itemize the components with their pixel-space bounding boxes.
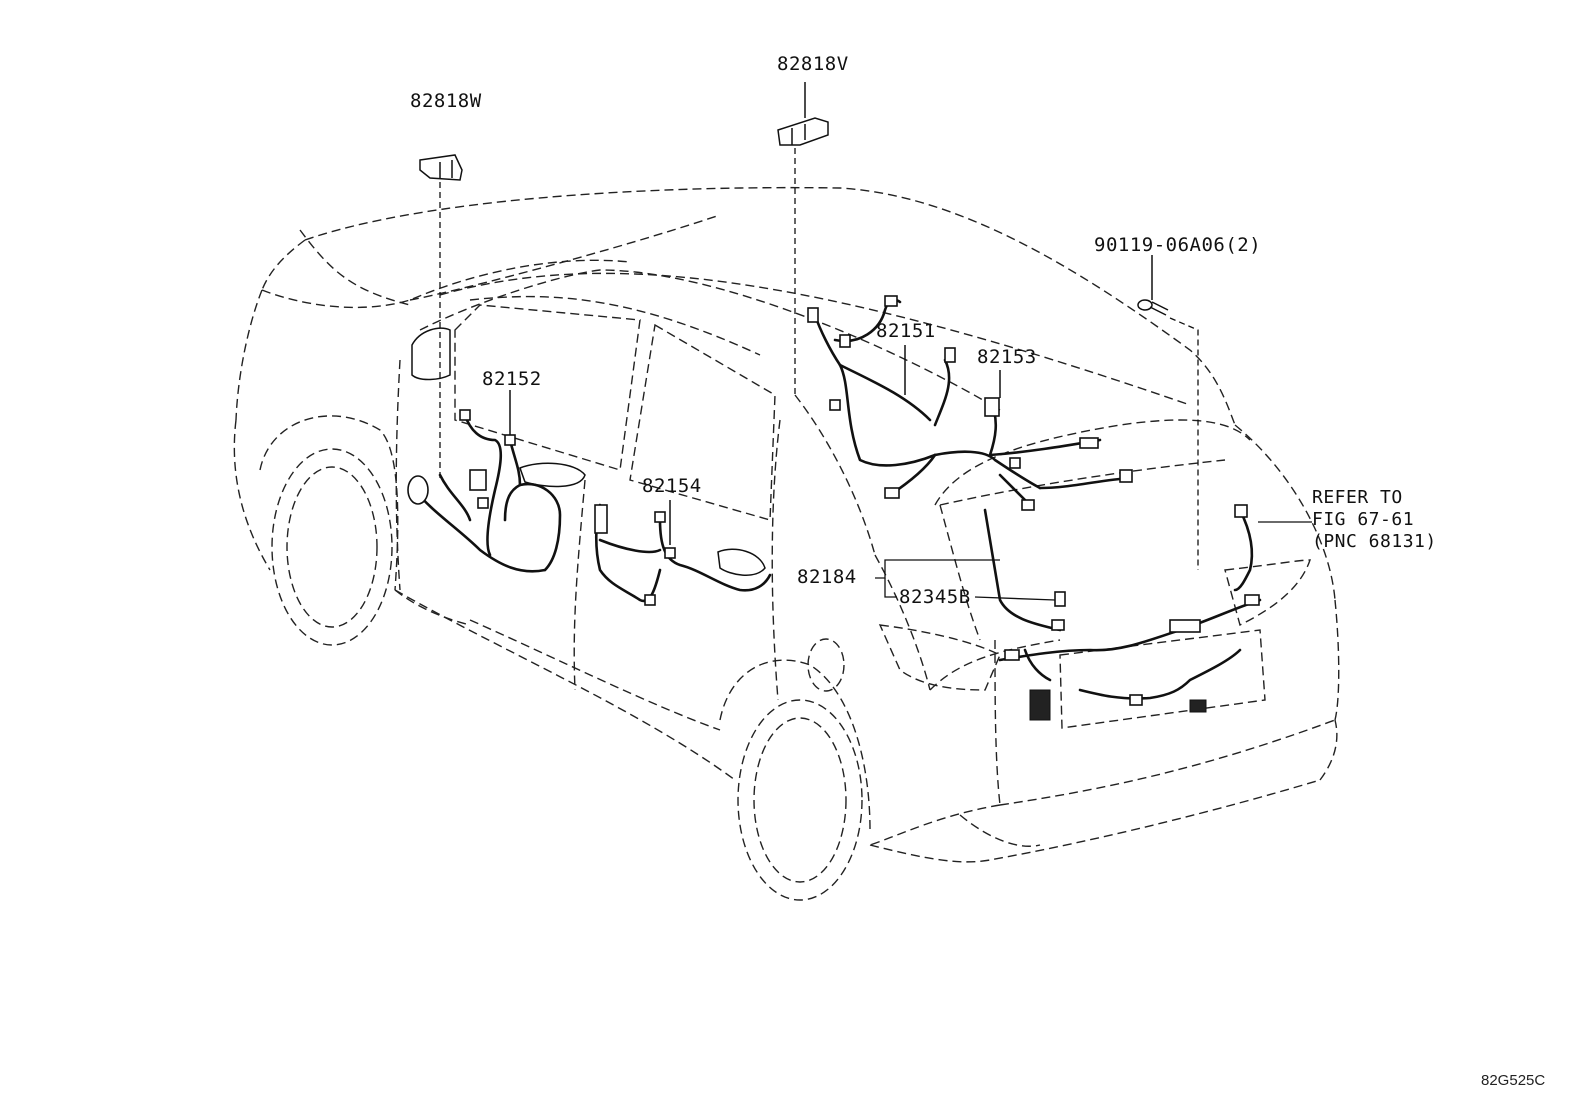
label-82818v: 82818V	[777, 53, 849, 75]
vehicle-solid-features	[411, 327, 766, 576]
label-82818w: 82818W	[410, 90, 482, 112]
refer-line-1: REFER TO	[1312, 487, 1403, 508]
label-82345b: 82345B	[899, 586, 971, 608]
label-82152: 82152	[482, 368, 542, 390]
leader-90119	[1169, 317, 1199, 570]
refer-note: REFER TO FIG 67-61 (PNC 68131)	[1312, 487, 1437, 553]
clip-82818v-icon	[777, 117, 829, 146]
refer-line-2: FIG 67-61	[1312, 509, 1415, 530]
label-82184: 82184	[797, 566, 857, 588]
label-90119: 90119-06A06(2)	[1094, 234, 1262, 256]
bolt-90119-icon	[1137, 299, 1169, 316]
leaders-82184-82345b	[875, 559, 1056, 601]
wire-harness-82184	[983, 504, 1262, 721]
clip-82818w-icon	[419, 154, 463, 181]
label-82151: 82151	[876, 320, 936, 342]
wire-harness-82152	[407, 409, 562, 573]
label-82153: 82153	[977, 346, 1037, 368]
wire-harness-82153	[933, 397, 1133, 511]
clamp-82345b-icon	[1054, 591, 1066, 607]
label-82154: 82154	[642, 475, 702, 497]
refer-line-3: (PNC 68131)	[1312, 531, 1437, 552]
figure-code: 82G525C	[1481, 1072, 1546, 1089]
wire-harness-82151	[807, 295, 956, 499]
wire-harness-82154	[594, 503, 772, 606]
vehicle-body-outline	[233, 186, 1340, 901]
